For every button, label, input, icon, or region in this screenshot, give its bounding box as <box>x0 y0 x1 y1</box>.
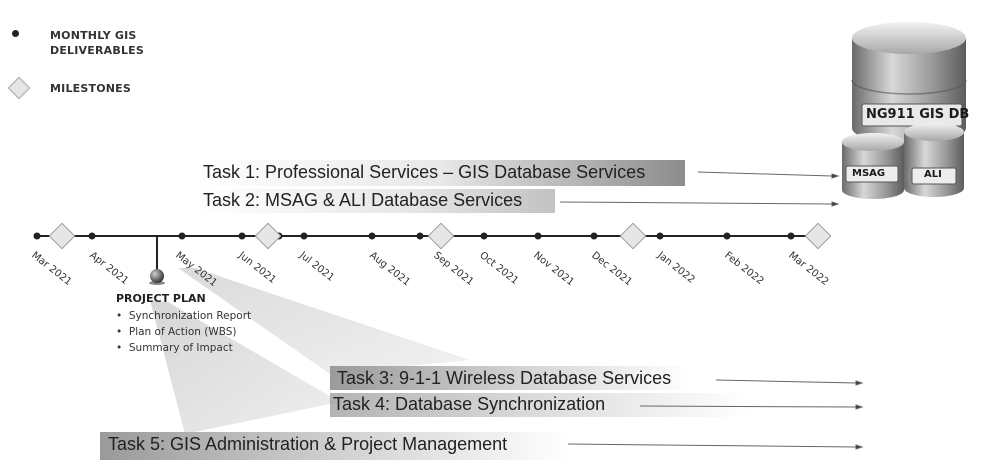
deliverable-dot <box>368 232 376 240</box>
legend-deliverables-label: MONTHLY GIS DELIVERABLES <box>50 28 144 58</box>
ng911-db-label: NG911 GIS DB <box>866 107 970 122</box>
project-plan-item-text: Plan of Action (WBS) <box>128 326 237 338</box>
task-2-label: Task 2: MSAG & ALI Database Services <box>203 190 523 210</box>
ali-database-icon <box>904 123 964 197</box>
deliverable-dot <box>590 232 598 240</box>
task3-band <box>330 366 690 390</box>
milestone-diamond <box>804 222 832 250</box>
legend-deliverables-line1: MONTHLY GIS <box>50 29 137 42</box>
project-plan-item-text: Summary of Impact <box>128 342 233 354</box>
project-plan: PROJECT PLAN • Synchronization Report • … <box>116 292 251 356</box>
milestone-diamond <box>48 222 76 250</box>
task5-fan <box>150 300 340 434</box>
task1-band <box>195 160 685 186</box>
deliverable-dot <box>178 232 186 240</box>
deliverable-dot <box>787 232 795 240</box>
deliverable-dot <box>480 232 488 240</box>
deliverable-dot <box>300 232 308 240</box>
task-4-label: Task 4: Database Synchronization <box>333 394 606 414</box>
milestone-diamond <box>619 222 647 250</box>
deliverable-dot-icon <box>12 30 19 37</box>
project-plan-item: • Summary of Impact <box>116 342 233 354</box>
ng911-database-icon <box>851 22 967 144</box>
project-plan-title: PROJECT PLAN <box>116 292 206 305</box>
deliverable-dot <box>534 232 542 240</box>
deliverable-dot <box>656 232 664 240</box>
task4-band <box>330 393 750 417</box>
deliverable-dot <box>33 232 41 240</box>
ali-db-label: ALI <box>924 169 942 180</box>
task5-band <box>100 432 570 460</box>
deliverable-dot <box>238 232 246 240</box>
msag-db-label: MSAG <box>852 168 886 179</box>
project-plan-item-text: Synchronization Report <box>128 310 252 322</box>
task-3-label: Task 3: 9-1-1 Wireless Database Services <box>337 368 672 388</box>
milestone-diamond <box>254 222 282 250</box>
task-1-label: Task 1: Professional Services – GIS Data… <box>203 162 646 182</box>
milestone-diamond <box>427 222 455 250</box>
task2-band <box>195 189 555 213</box>
legend-milestones-label: MILESTONES <box>50 82 131 95</box>
project-plan-ball-icon <box>150 269 164 283</box>
deliverable-dot <box>723 232 731 240</box>
legend-deliverables-line2: DELIVERABLES <box>50 44 144 57</box>
project-plan-item: • Plan of Action (WBS) <box>116 326 237 338</box>
project-plan-item: • Synchronization Report <box>116 310 252 322</box>
deliverable-dot <box>416 232 424 240</box>
deliverable-dot <box>88 232 96 240</box>
task-5-label: Task 5: GIS Administration & Project Man… <box>108 434 508 454</box>
msag-database-icon <box>842 133 904 199</box>
task3-fan <box>178 268 470 374</box>
